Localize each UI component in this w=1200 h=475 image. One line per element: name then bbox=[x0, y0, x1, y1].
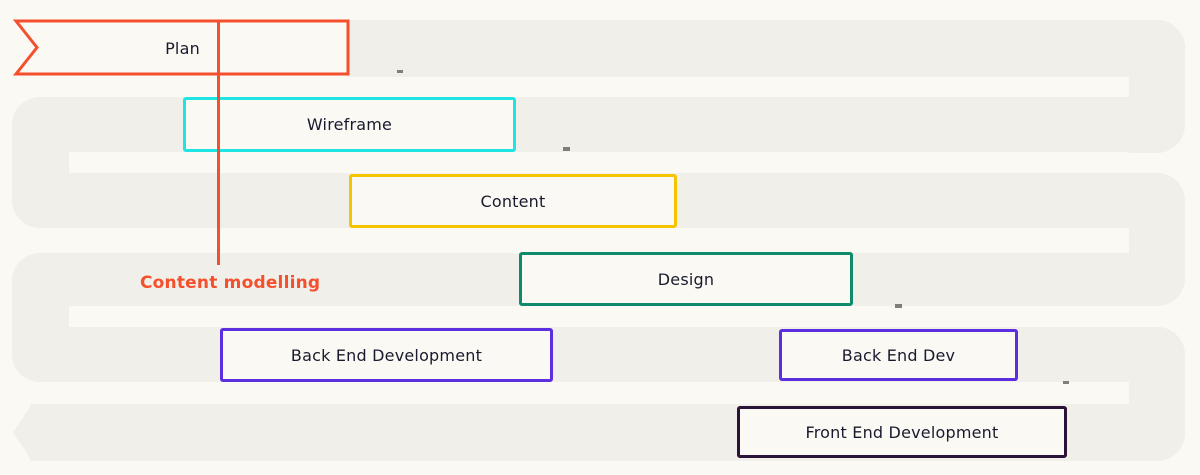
task-bar-back-end-development[interactable]: Back End Development bbox=[220, 328, 553, 382]
track-uturn-left-1 bbox=[12, 97, 69, 228]
plan-ribbon-shape bbox=[12, 19, 350, 76]
milestone-label[interactable]: Content modelling bbox=[140, 273, 321, 293]
task-label-plan: Plan bbox=[165, 38, 200, 58]
task-bar-plan[interactable]: Plan bbox=[12, 19, 351, 77]
timeline-arrow-tip-icon bbox=[13, 404, 32, 461]
track-uturn-right-2 bbox=[1129, 173, 1185, 306]
micro-text-artifact bbox=[397, 70, 403, 73]
task-label-back-end-development: Back End Development bbox=[290, 345, 483, 365]
task-label-wireframe: Wireframe bbox=[306, 115, 393, 134]
task-label-content: Content bbox=[480, 191, 546, 211]
task-bar-back-end-dev[interactable]: Back End Dev bbox=[779, 329, 1018, 381]
task-label-front-end-development: Front End Development bbox=[805, 422, 999, 442]
task-label-back-end-dev: Back End Dev bbox=[841, 345, 956, 365]
task-bar-content[interactable]: Content bbox=[349, 174, 677, 228]
task-label-design: Design bbox=[657, 269, 715, 289]
track-uturn-right-3 bbox=[1129, 327, 1185, 461]
milestone-line bbox=[217, 21, 220, 265]
task-bar-front-end-development[interactable]: Front End Development bbox=[737, 406, 1067, 458]
task-bar-design[interactable]: Design bbox=[519, 252, 853, 306]
micro-text-artifact bbox=[1063, 381, 1069, 384]
track-uturn-right-1 bbox=[1129, 20, 1185, 153]
micro-text-artifact bbox=[895, 304, 902, 308]
micro-text-artifact bbox=[563, 147, 570, 151]
task-bar-wireframe[interactable]: Wireframe bbox=[183, 97, 516, 152]
timeline-row-1 bbox=[346, 20, 1185, 77]
track-uturn-left-2 bbox=[12, 253, 69, 382]
